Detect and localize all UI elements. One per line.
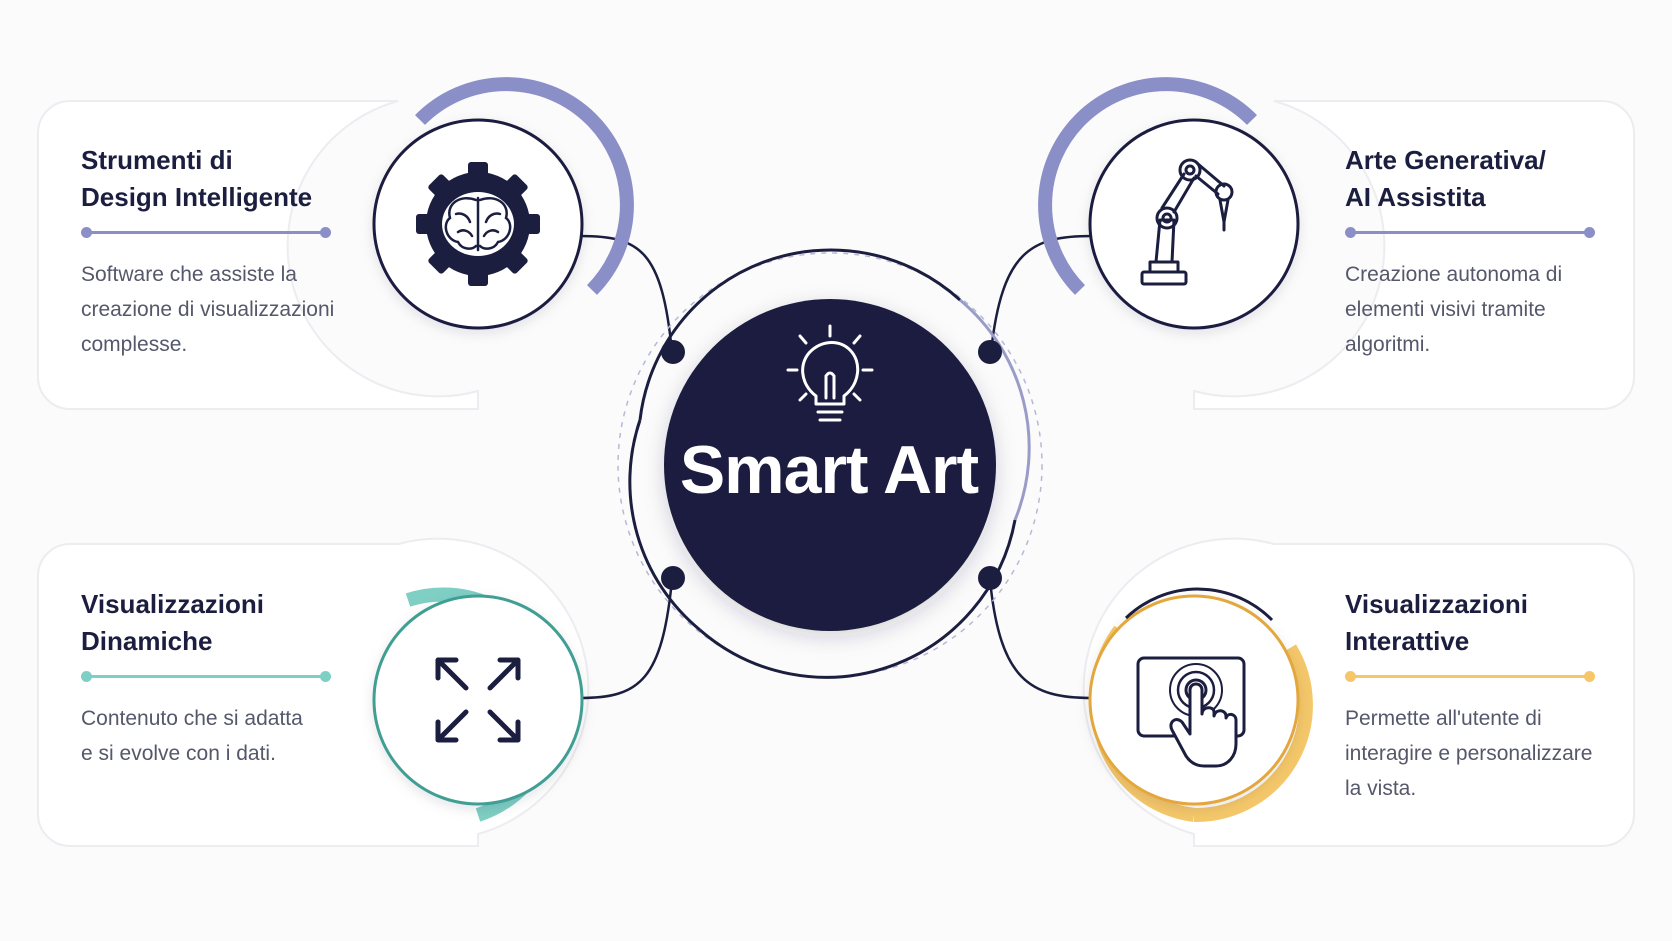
junction-dot-bl	[661, 566, 685, 590]
junction-dots	[661, 340, 1002, 590]
junction-dot-tl	[661, 340, 685, 364]
node-title: Arte Generativa/ AI Assistita	[1345, 145, 1546, 212]
node-description: Contenuto che si adatta e si evolve con …	[81, 707, 303, 765]
touch-screen-icon	[1136, 656, 1246, 768]
robot-arm-icon	[1140, 158, 1234, 286]
lightbulb-icon	[786, 324, 874, 422]
node-dinamiche	[372, 587, 584, 822]
accent-rule	[1345, 226, 1595, 238]
node-interattive-text: Visualizzazioni Interattive Permette all…	[1345, 586, 1645, 806]
node-description: Creazione autonoma di elementi visivi tr…	[1345, 263, 1563, 356]
accent-rule	[81, 670, 331, 682]
gear-brain-icon	[416, 162, 540, 286]
center-title: Smart Art	[679, 432, 979, 508]
expand-arrows-icon	[435, 657, 521, 743]
node-arte-generativa	[1038, 77, 1300, 330]
connectors	[579, 234, 1093, 700]
card-arte-generativa	[1193, 100, 1635, 410]
node-description: Permette all'utente di interagire e pers…	[1345, 707, 1593, 800]
center-circle	[664, 299, 996, 631]
junction-dot-tr	[978, 340, 1002, 364]
accent-rule	[1345, 670, 1595, 682]
node-title: Visualizzazioni Interattive	[1345, 589, 1529, 656]
node-strumenti-text: Strumenti di Design Intelligente Softwar…	[81, 142, 381, 362]
node-arte-generativa-text: Arte Generativa/ AI Assistita Creazione …	[1345, 142, 1645, 362]
card-strumenti	[37, 100, 479, 410]
node-interattive	[1088, 587, 1313, 823]
node-title: Strumenti di Design Intelligente	[81, 145, 313, 212]
node-description: Software che assiste la creazione di vis…	[81, 263, 335, 356]
junction-dot-br	[978, 566, 1002, 590]
node-dinamiche-text: Visualizzazioni Dinamiche Contenuto che …	[81, 586, 381, 771]
node-title: Visualizzazioni Dinamiche	[81, 589, 265, 656]
accent-rule	[81, 226, 331, 238]
node-strumenti	[372, 77, 634, 330]
